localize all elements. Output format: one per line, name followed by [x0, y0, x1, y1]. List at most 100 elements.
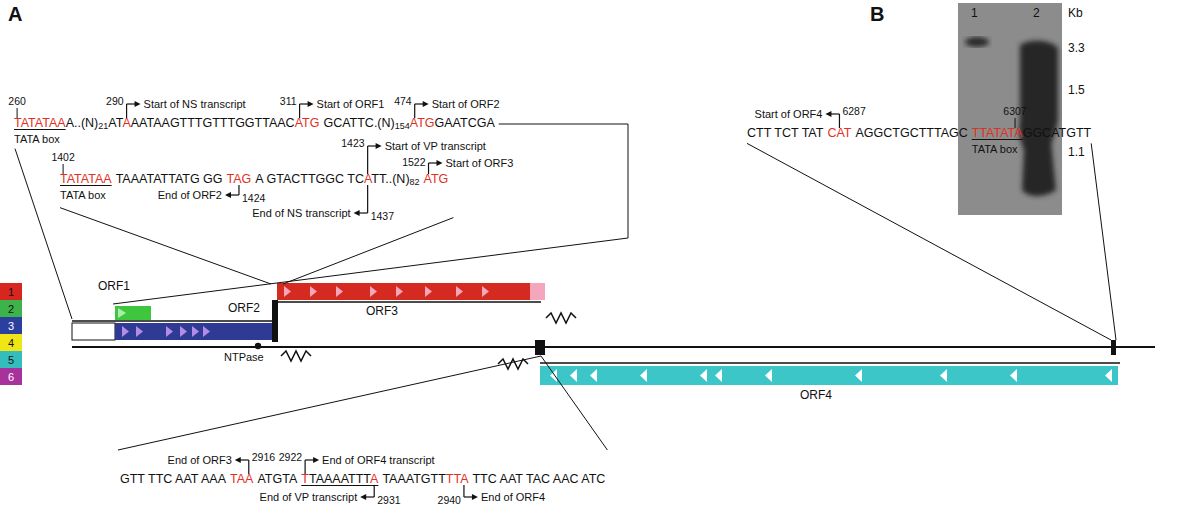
orf-label: ORF2 [228, 301, 260, 315]
arrow-head [376, 143, 382, 149]
lane-number-row: 2 [1033, 7, 1040, 21]
sequence-segment: 21 [98, 121, 108, 131]
orf-label-row: ORF1 [98, 280, 130, 294]
leader-line [1091, 143, 1116, 340]
genome-map-part [715, 369, 722, 382]
position-number-holder: 2940 [438, 494, 461, 506]
lane-number-row: 1 [971, 7, 978, 21]
annotation-text-holder: Start of VP transcript [385, 140, 486, 153]
genome-map-part [310, 286, 317, 297]
annotation-text: Start of ORF3 [446, 157, 514, 169]
genome-map-part [72, 320, 275, 322]
position-number: 2931 [377, 494, 400, 506]
annotation-text: Start of NS transcript [144, 98, 246, 110]
arrow-head [308, 101, 314, 107]
position-number: 6287 [842, 105, 865, 117]
lane-number: 1 [971, 6, 978, 20]
position-number-holder: 1423 [341, 137, 364, 149]
arrow-head [313, 457, 319, 463]
position-number: 1402 [51, 151, 74, 163]
sequence-segment: TTC AAT TAC AAC ATC [472, 472, 605, 486]
annotation-text-holder: End of VP transcript [260, 491, 358, 504]
arrow-line [463, 485, 464, 497]
position-number-holder: 260 [8, 95, 26, 107]
motif-caption: TATA box [60, 189, 106, 201]
leader-line [541, 356, 607, 450]
position-number: 2940 [438, 494, 461, 506]
domain-label-row: NTPase [224, 351, 264, 364]
annotation-text-holder: End of ORF3 [168, 454, 232, 467]
leader-line [747, 143, 1111, 340]
size-marker-row: 1.5 [1068, 84, 1085, 98]
leader-line [283, 218, 453, 284]
position-number-holder: 474 [394, 95, 412, 107]
arrow-head [135, 101, 141, 107]
leader-line [60, 208, 271, 284]
sequence-segment: ATGTA [257, 472, 297, 486]
position-number-holder: 2916 [252, 451, 275, 463]
genome-map-part [136, 326, 143, 337]
track-color-key: 3 [0, 317, 22, 334]
size-marker: 1.5 [1068, 83, 1085, 97]
arrow-head [354, 210, 360, 216]
gel-photo [958, 3, 1062, 215]
annotation-text: End of ORF4 transcript [322, 454, 435, 466]
sequence-segment: TAA [230, 472, 253, 486]
sequence-segment: CAT [827, 126, 851, 140]
sequence-segment: TT..(N) [371, 172, 409, 186]
genome-map-part [590, 369, 597, 382]
genome-map-part [1010, 369, 1017, 382]
motif-caption-holder: TATA box [60, 189, 106, 202]
sequence-segment: AGGCTGCTTTAGC [855, 126, 967, 140]
genome-map-part [540, 366, 1118, 385]
size-marker-row: 1.1 [1068, 146, 1085, 160]
annotation-text-holder: End of ORF4 transcript [322, 454, 435, 467]
genome-map-part [180, 326, 187, 337]
orf-label: ORF3 [366, 304, 398, 318]
genome-map-part [255, 343, 261, 349]
arrow-head [423, 101, 429, 107]
genome-map-part [370, 286, 377, 297]
size-unit-row: Kb [1068, 7, 1083, 21]
genome-map-part [940, 369, 947, 382]
gel-photo-part [1019, 41, 1058, 196]
annotation-text: End of ORF3 [168, 454, 232, 466]
annotation-text-holder: Start of ORF4 [755, 108, 823, 121]
position-number: 474 [394, 95, 412, 107]
arrow-line [238, 185, 239, 195]
panel-letter-row: B [870, 3, 884, 26]
gel-photo-part [965, 37, 989, 47]
motif-caption-holder: TATA box [972, 143, 1018, 156]
annotation-lines [15, 101, 1116, 500]
sequence-segment: ATG [295, 116, 320, 130]
sequence-segment: TAAATGTT [382, 472, 445, 486]
annotation-text-holder: Start of ORF1 [317, 98, 385, 111]
orf-label-row: ORF3 [366, 305, 398, 319]
genome-map-part [284, 286, 291, 297]
arrow-line [367, 146, 368, 174]
orf-label: ORF1 [98, 279, 130, 293]
position-number-holder: 311 [280, 95, 297, 107]
arrow-line [248, 460, 249, 474]
arrow-line [414, 104, 415, 118]
sequence-segment-row: TATATAAA..(N)21ATAAATAAGTTTGTTTGGTTAACAT… [14, 116, 495, 132]
sequence-segment: GTT TTC AAT AAA [120, 472, 226, 486]
sequence-segment: GCATTC.(N) [323, 116, 394, 130]
annotation-text-holder: Start of NS transcript [144, 98, 246, 111]
sequence-segment: ATG [410, 116, 435, 130]
orf-label-row: ORF4 [800, 389, 832, 403]
arrow-line [126, 104, 127, 118]
track-number: 3 [8, 320, 14, 332]
sequence-segment: A GTACTTGGC TC [255, 172, 364, 186]
genome-map-part [115, 323, 273, 340]
position-number-holder: 6287 [842, 105, 865, 117]
sequence-segment: A [364, 172, 371, 186]
position-number: 1424 [242, 192, 265, 204]
genome-map-part [192, 326, 199, 337]
size-unit: Kb [1068, 6, 1083, 20]
annotation-text: End of NS transcript [252, 207, 350, 219]
arrow-line [299, 104, 300, 118]
sequence-segment: 82 [410, 177, 420, 187]
track-color-key: 1 [0, 283, 22, 300]
sequence-segment: A [370, 472, 378, 486]
